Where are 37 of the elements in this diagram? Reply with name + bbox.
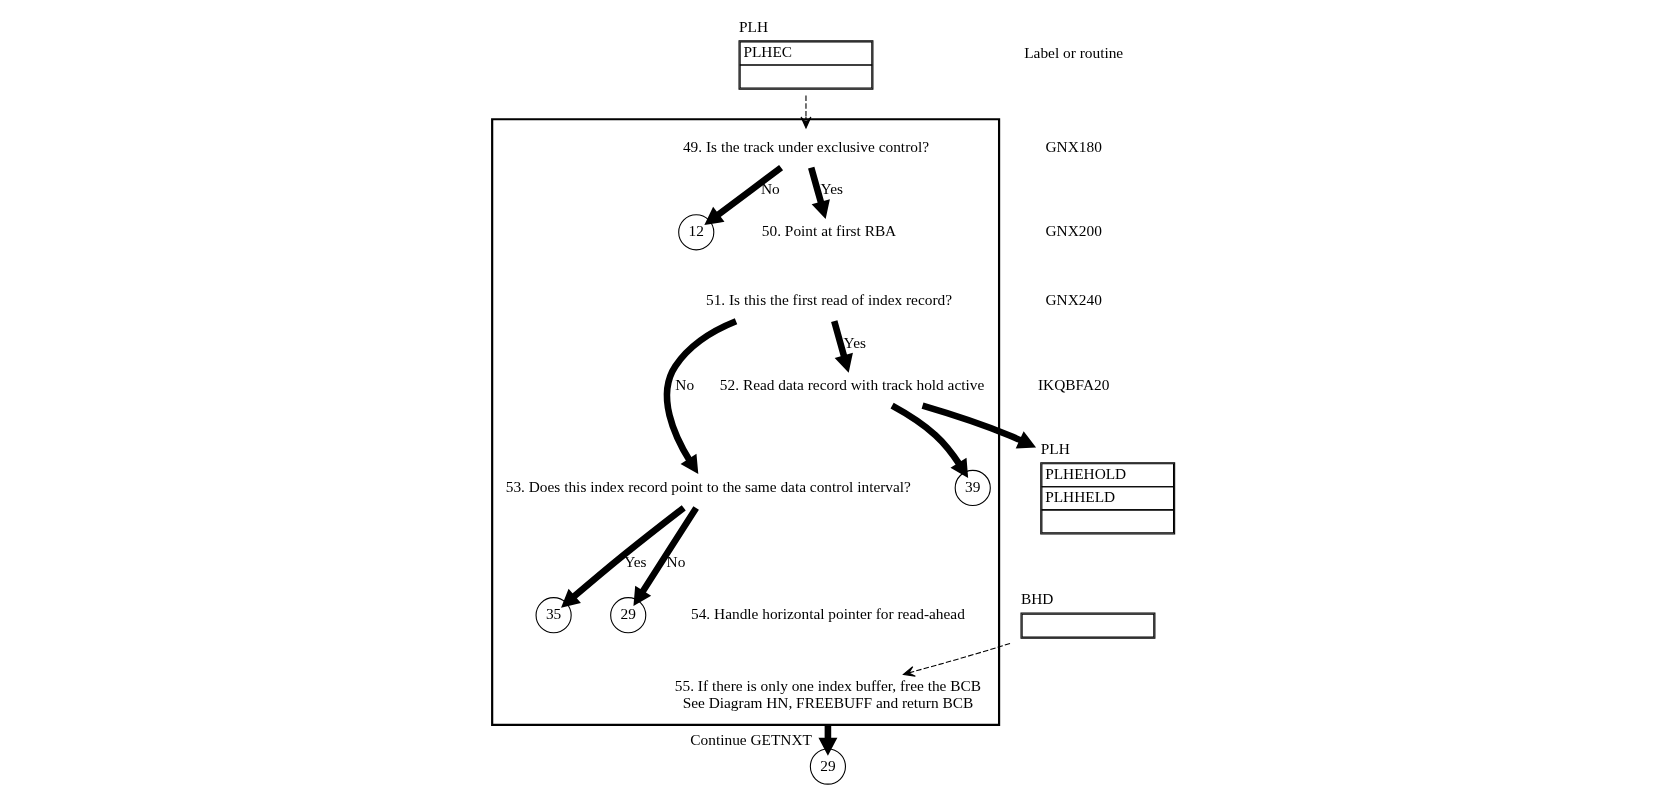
node-circle: 29: [809, 748, 846, 785]
node-text: 54. Handle horizontal pointer for read-ahead: [690, 605, 965, 623]
node-text: 51. Is this the first read of index record?: [705, 291, 952, 309]
node-label: BHD: [1020, 590, 1053, 608]
node-label: Continue GETNXT: [689, 730, 812, 748]
arrow: [921, 402, 1036, 449]
arrow: [560, 505, 686, 608]
edge-label: Yes: [843, 333, 866, 351]
label: Label or routine: [1023, 44, 1123, 62]
arrow: [632, 506, 699, 606]
arrow: [890, 402, 968, 478]
node-text: 52. Read data record with track hold active: [719, 375, 984, 393]
edge-label: No: [760, 180, 780, 198]
node-text: 50. Point at first RBA: [761, 222, 896, 240]
label: IKQBFA20: [1037, 375, 1109, 393]
edge-label: No: [666, 553, 685, 571]
node-text: 53. Does this index record point to the same data control interval?: [505, 477, 911, 495]
node-circle: 29: [609, 597, 646, 634]
node-text: 49. Is the track under exclusive control?: [682, 137, 929, 155]
arrow: [663, 318, 737, 475]
node-text: 55. If there is only one index buffer, free the BCB See Diagram HN, FREEBUFF and return BCB: [674, 677, 981, 711]
node-circle: 39: [954, 469, 991, 507]
node-circle: 12: [677, 214, 714, 251]
node-circle: 35: [535, 597, 572, 634]
label: GNX240: [1045, 291, 1102, 309]
arrow: [902, 642, 1011, 677]
label: GNX200: [1045, 222, 1102, 240]
edge-label: Yes: [623, 553, 647, 571]
edge-label: Yes: [820, 180, 843, 198]
node-label: PLH: [1040, 440, 1070, 458]
node-label: PLH: [738, 18, 768, 36]
arrow: [800, 94, 811, 129]
edge-label: No: [674, 375, 694, 393]
label: GNX180: [1045, 137, 1102, 155]
arrow: [703, 164, 783, 226]
arrow: [807, 166, 830, 220]
arrow: [830, 320, 853, 373]
